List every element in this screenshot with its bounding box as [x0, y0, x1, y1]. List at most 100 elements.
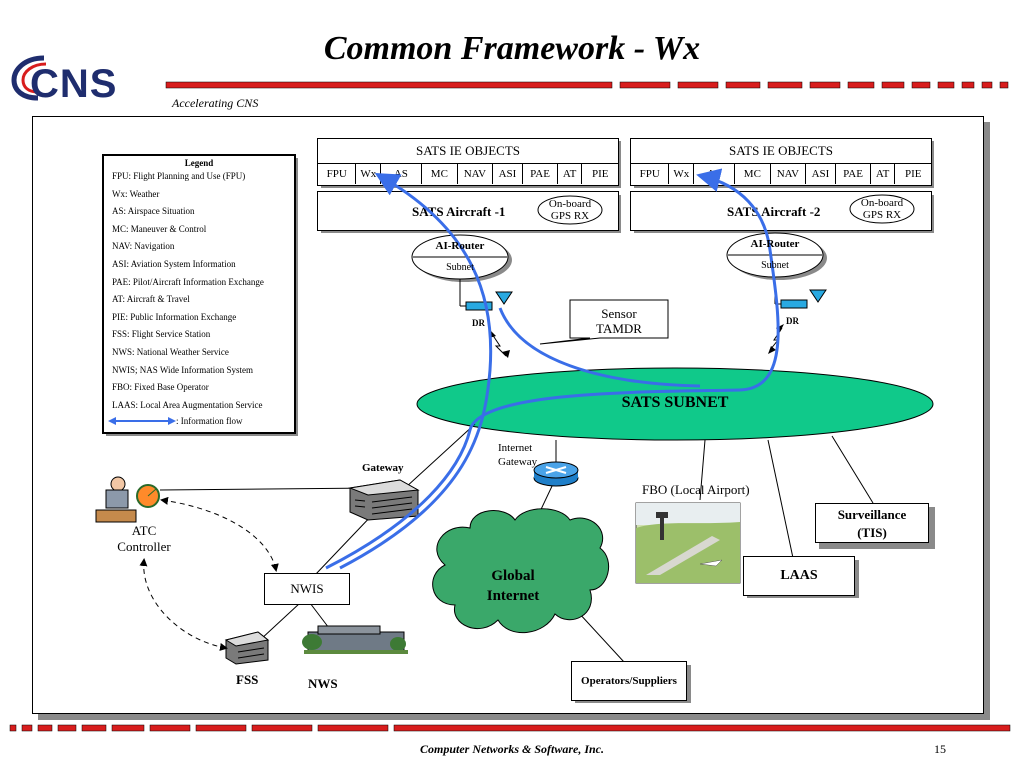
- dr-radio-2: [780, 299, 808, 309]
- object-cell: ASI: [806, 164, 837, 184]
- sats-subnet-ellipse: [416, 367, 934, 441]
- fss-label: FSS: [236, 672, 259, 687]
- footer-company: Computer Networks & Software, Inc.: [419, 742, 605, 756]
- ie-objects-panel-1: SATS IE OBJECTS FPU Wx AS MC NAV ASI PAE…: [317, 138, 619, 186]
- ie-objects-title: SATS IE OBJECTS: [631, 139, 931, 164]
- sensor-label-line: TAMDR: [596, 321, 642, 336]
- tree-icon: [390, 637, 406, 651]
- legend-item: AS: Airspace Situation: [112, 206, 195, 217]
- surveillance-line: Surveillance: [837, 507, 907, 522]
- airplane-icon: [699, 559, 723, 567]
- object-cell: NAV: [458, 164, 493, 184]
- sats-subnet-label: SATS SUBNET: [621, 394, 729, 411]
- building-windows: [237, 647, 265, 659]
- object-cell: PAE: [836, 164, 871, 184]
- info-flow-nwis-aircraft2: [325, 168, 780, 570]
- tree-icon: [302, 634, 322, 650]
- subnet-label-2: Subnet: [761, 260, 789, 271]
- legend-item: PAE: Pilot/Aircraft Information Exchange: [112, 276, 264, 287]
- link-line: [404, 423, 476, 489]
- surveillance-box: Surveillance (TIS): [815, 503, 929, 543]
- tagline: Accelerating CNS: [172, 96, 259, 110]
- internet-gateway-line: Internet: [498, 442, 533, 454]
- wireless-arrow: [502, 350, 510, 358]
- legend-item: FPU: Flight Planning and Use (FPU): [112, 171, 246, 181]
- legend-item: ASI: Aviation System Information: [112, 258, 236, 269]
- wireless-arrow: [768, 346, 776, 354]
- sensor-callout: [539, 299, 669, 345]
- nws-label: NWS: [308, 676, 338, 691]
- nws-ground: [304, 650, 408, 654]
- dashed-flow-atc-fss: [139, 558, 228, 651]
- logo-text: CNS: [30, 62, 118, 106]
- gps-ellipse-1: [537, 195, 603, 225]
- double-arrow-icon: [108, 417, 176, 425]
- object-cell: AT: [871, 164, 896, 184]
- page-number: 15: [934, 742, 946, 756]
- wireless-link-icon: [491, 333, 507, 357]
- fss-building-roof: [224, 631, 270, 647]
- fbo-label: FBO (Local Airport): [642, 482, 750, 497]
- legend-title: Legend: [184, 158, 214, 168]
- link-line: [259, 602, 301, 641]
- controller-body: [105, 489, 129, 509]
- link-line: [831, 435, 874, 504]
- aircraft-2-box: SATS Aircraft -2: [630, 191, 932, 231]
- controller-desk: [95, 509, 137, 523]
- object-cell: PIE: [591, 168, 609, 180]
- object-cell: Wx: [669, 164, 695, 184]
- antenna-icon: [495, 291, 513, 305]
- legend-item: FBO: Fixed Base Operator: [112, 382, 209, 393]
- link-line: [314, 511, 376, 576]
- radar-sweep: [147, 488, 157, 497]
- router-label-1: AI-Router: [435, 240, 485, 252]
- gateway-building-roof: [348, 479, 420, 496]
- legend-item: LAAS: Local Area Augmentation Service: [112, 399, 263, 410]
- link-line: [577, 611, 625, 663]
- link-line: [159, 487, 376, 491]
- cns-logo-swoosh: [11, 55, 47, 101]
- atc-label-line: ATC: [131, 523, 157, 538]
- nws-building-icon: [307, 631, 405, 653]
- gps-label-line: GPS RX: [550, 210, 590, 222]
- global-internet-cloud: [432, 508, 610, 634]
- legend-item: PIE: Public Information Exchange: [112, 311, 237, 322]
- legend-item: MC: Maneuver & Control: [112, 223, 207, 234]
- object-cell: AT: [558, 164, 583, 184]
- internet-gateway-line: Gateway: [498, 456, 538, 468]
- info-flow-nwis-aircraft1: [339, 173, 493, 570]
- object-cell: NAV: [771, 164, 806, 184]
- operators-box: Operators/Suppliers: [571, 661, 687, 701]
- link-line: [767, 439, 794, 559]
- info-flow-aircraft1-subnet: [498, 307, 701, 388]
- object-cell: MC: [735, 164, 772, 184]
- footer-stripe: [9, 724, 1011, 732]
- internet-gateway-label: Internet Gateway: [498, 441, 537, 469]
- antenna-icon: [809, 289, 827, 303]
- gateway-label: Gateway: [362, 462, 404, 474]
- laas-box: LAAS: [743, 556, 855, 596]
- dashed-flow-atc-nwis: [160, 496, 279, 572]
- gps-label-1: On-board GPS RX: [538, 198, 602, 222]
- nws-building-upper: [317, 625, 381, 635]
- object-cell: MC: [422, 164, 459, 184]
- object-cell: PIE: [904, 168, 922, 180]
- legend-item: AT: Aircraft & Travel: [112, 294, 190, 305]
- controller-head-icon: [110, 476, 126, 492]
- object-cell: FPU: [318, 164, 357, 184]
- ie-objects-panel-2: SATS IE OBJECTS FPU Wx AS MC NAV ASI PAE…: [630, 138, 932, 186]
- atc-label-line: Controller: [117, 539, 171, 554]
- router-arrows: [545, 466, 567, 474]
- control-tower-cab: [656, 512, 668, 518]
- slide-title: Common Framework - Wx: [323, 30, 701, 67]
- global-internet-line: Internet: [486, 588, 540, 604]
- global-internet-line: Global: [491, 568, 535, 584]
- global-internet-label: Global Internet: [468, 566, 558, 606]
- atc-label: ATC Controller: [104, 523, 184, 555]
- object-cell: FPU: [631, 164, 670, 184]
- link-line: [699, 439, 706, 501]
- subnet-label-1: Subnet: [446, 262, 474, 273]
- runway: [646, 536, 720, 575]
- legend-item: NAV: Navigation: [112, 241, 175, 252]
